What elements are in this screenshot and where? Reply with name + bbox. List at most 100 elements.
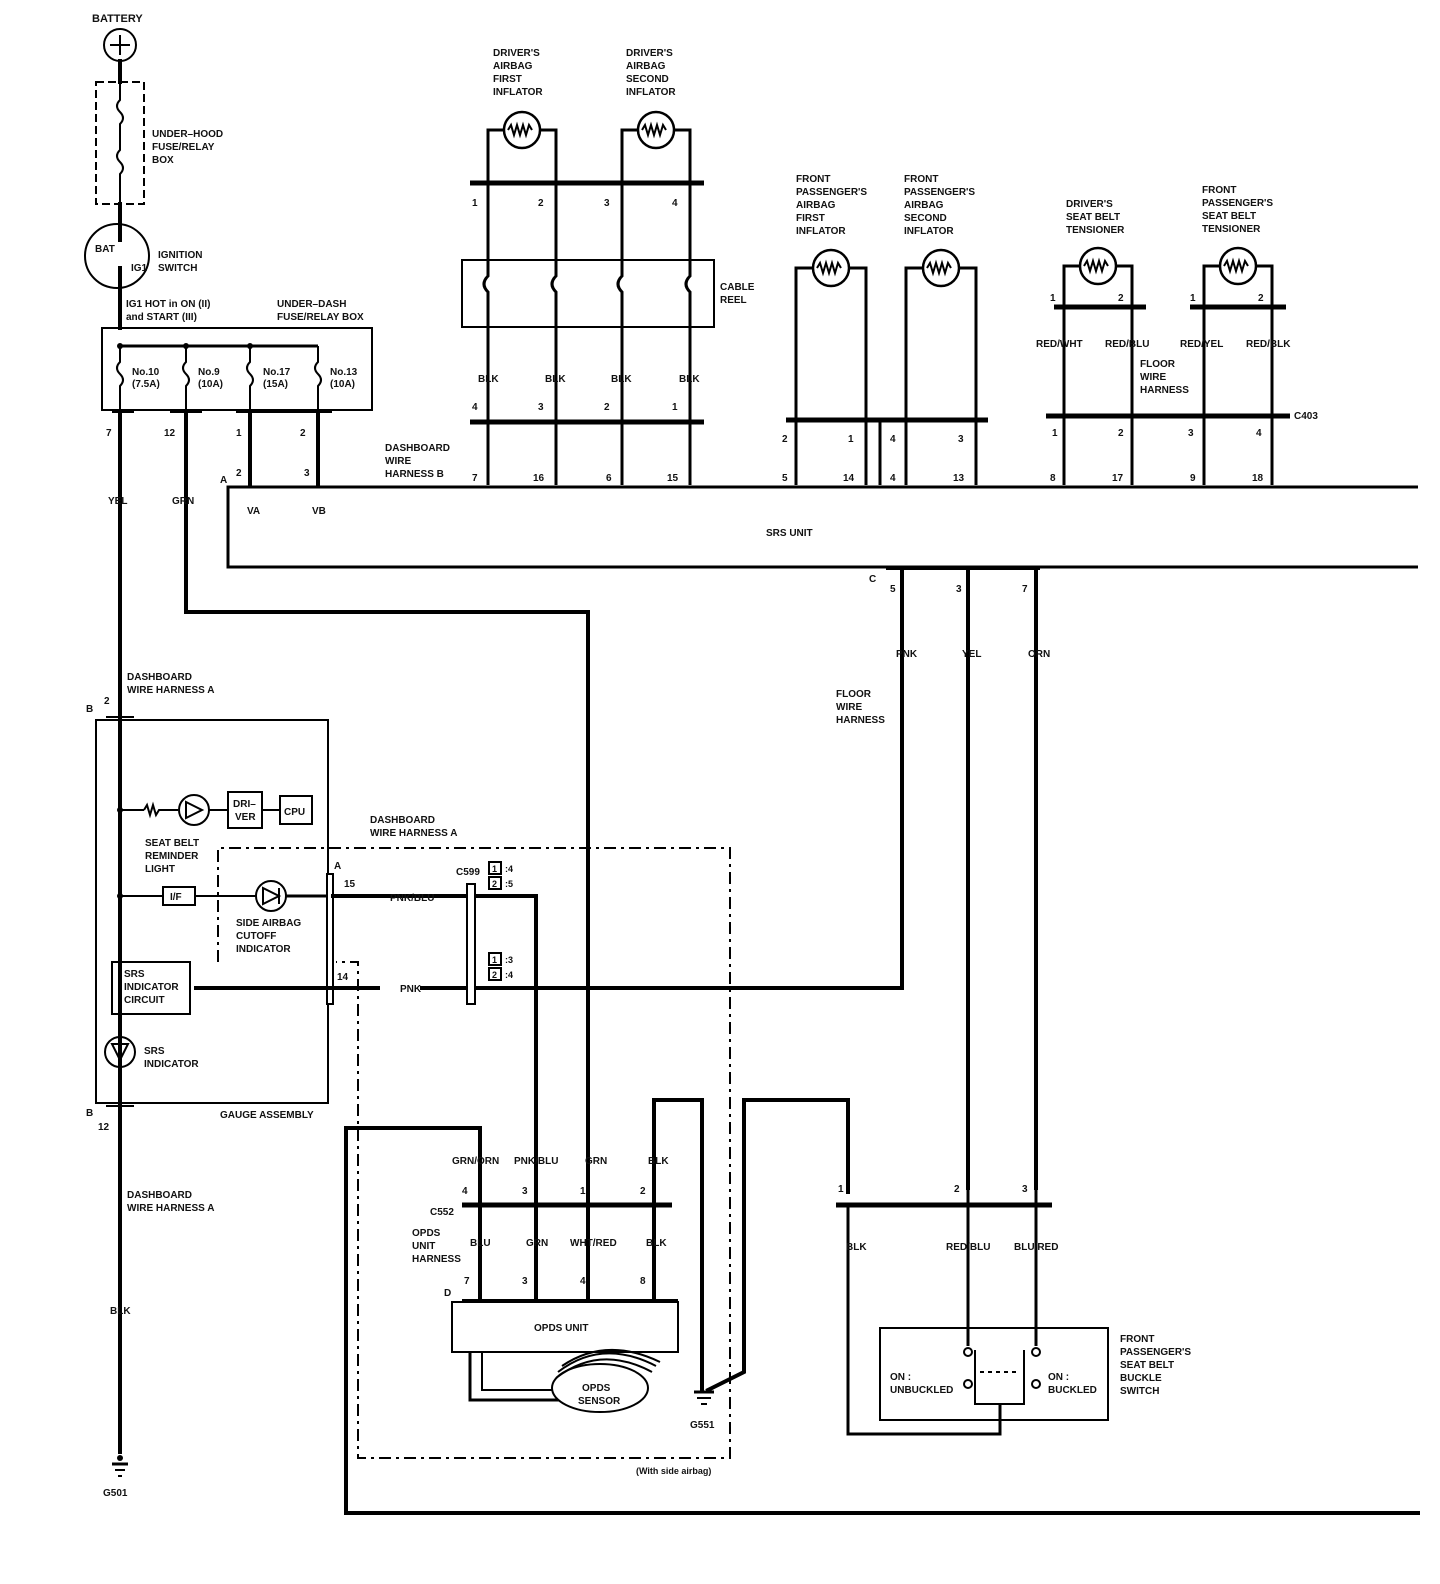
fpa-srs-pin-4: 4 — [890, 473, 896, 484]
fpa-first-3: AIRBAG — [796, 200, 836, 211]
dash-harness-b-3: HARNESS B — [385, 469, 444, 480]
drv-first-2: AIRBAG — [493, 61, 533, 72]
opds-d-pin-7: 7 — [464, 1276, 470, 1287]
dash-harness-a-mid-1: DASHBOARD — [370, 815, 435, 826]
tens-pass-1: FRONT — [1202, 185, 1236, 196]
tens-drv-1: DRIVER'S — [1066, 199, 1113, 210]
under-hood-label-1: UNDER–HOOD — [152, 129, 223, 140]
gauge-conn-b-top: B — [86, 704, 93, 715]
srs-va: VA — [247, 506, 260, 517]
fpa-conn-pin-4: 4 — [890, 434, 896, 445]
opds-d-pin-3: 3 — [522, 1276, 528, 1287]
buckle-pin-1: 1 — [838, 1184, 844, 1195]
under-dash-label-2: FUSE/RELAY BOX — [277, 312, 364, 323]
tens-drv-pin2: 2 — [1118, 293, 1124, 304]
g551-label: G551 — [690, 1420, 715, 1431]
srs-c-pin-3: 3 — [956, 584, 962, 595]
dash-harness-a-mid-2: WIRE HARNESS A — [370, 828, 457, 839]
gauge-assembly-label: GAUGE ASSEMBLY — [220, 1110, 314, 1121]
buckle-switch-contact-icon — [974, 1350, 1025, 1405]
srs-c-color-orn: ORN — [1028, 649, 1050, 660]
under-dash-label-1: UNDER–DASH — [277, 299, 346, 310]
c403-label: C403 — [1294, 411, 1318, 422]
fuse-no10-icon — [116, 346, 124, 412]
gauge-conn-a-label: A — [334, 861, 341, 872]
tens-pass-pin1: 1 — [1190, 293, 1196, 304]
c599-connector: C599 1 :4 2 :5 1 :3 2 :4 — [456, 861, 513, 1005]
gauge-assembly-box — [95, 719, 329, 1104]
drv-second-1: DRIVER'S — [626, 48, 673, 59]
fpa-srs-pin-13: 13 — [953, 473, 965, 484]
drv-first-1: DRIVER'S — [493, 48, 540, 59]
buckle-switch: 1 2 3 BLK RED/BLU BLU/RED ON : UNBUCKLED… — [836, 1184, 1191, 1436]
srs-c-wires: 5 3 7 PNK YEL ORN FLOOR WIRE HARNESS — [194, 567, 1050, 1190]
drv-lower-pin-1: 1 — [672, 402, 678, 413]
front-passenger-airbag: FRONT PASSENGER'S AIRBAG FIRST INFLATOR … — [782, 174, 988, 485]
wire-blk-label: BLK — [110, 1306, 131, 1317]
left-wires: YEL GRN 2 3 — [108, 410, 590, 1178]
opds-bottom-blu: BLU — [470, 1238, 491, 1249]
driver-label-1: DRI– — [233, 799, 256, 810]
seat-belt-label-1: SEAT BELT — [145, 838, 199, 849]
c552-label: C552 — [430, 1207, 454, 1218]
side-airbag-label-1: SIDE AIRBAG — [236, 918, 301, 929]
fuse-pin-12: 12 — [164, 428, 176, 439]
fuse-pin-7: 7 — [106, 428, 112, 439]
seat-belt-tensioners: DRIVER'S SEAT BELT TENSIONER FRONT PASSE… — [1036, 185, 1318, 485]
drv-lower-pin-2: 2 — [604, 402, 610, 413]
drv-first-3: FIRST — [493, 74, 522, 85]
fuse-no17-name: No.17 — [263, 367, 291, 378]
tens-pass-3: SEAT BELT — [1202, 211, 1256, 222]
dash-harness-a-top-1: DASHBOARD — [127, 672, 192, 683]
tens-srs-pin-8: 8 — [1050, 473, 1056, 484]
cpu-box — [279, 795, 313, 825]
fuse-no13-rating: (10A) — [330, 379, 355, 390]
fuse-no10-rating: (7.5A) — [132, 379, 160, 390]
fpa-second-3: AIRBAG — [904, 200, 944, 211]
unbuckled-label-1: ON : — [890, 1372, 911, 1383]
drv-lower-pin-4: 4 — [472, 402, 478, 413]
side-airbag-label-2: CUTOFF — [236, 931, 276, 942]
fpa-second-2: PASSENGER'S — [904, 187, 975, 198]
srs-indicator-label-1: SRS — [144, 1046, 165, 1057]
srs-indicator-icon — [104, 1036, 136, 1068]
opds-bottom-wht-red: WHT/RED — [570, 1238, 617, 1249]
srs-circuit-label-1: SRS — [124, 969, 145, 980]
opds-bottom-blk: BLK — [646, 1238, 667, 1249]
side-airbag-cutoff-indicator-icon — [255, 880, 287, 912]
opds-unit-box — [451, 1301, 679, 1353]
opds-sensor-label-1: OPDS — [582, 1383, 611, 1394]
gauge-conn-b-bottom: B — [86, 1108, 93, 1119]
fpa-first-1: FRONT — [796, 174, 830, 185]
dash-harness-b-2: WIRE — [385, 456, 411, 467]
srs-c-color-pnk: PNK — [896, 649, 918, 660]
c552-pin-3: 3 — [522, 1186, 528, 1197]
ignition-ig1: IG1 — [131, 263, 148, 274]
fuse-no17-rating: (15A) — [263, 379, 288, 390]
opds-top-grn-orn: GRN/ORN — [452, 1156, 499, 1167]
buckle-color-red-blu: RED/BLU — [946, 1242, 990, 1253]
wire-yel-label: YEL — [108, 496, 127, 507]
fpa-second-1: FRONT — [904, 174, 938, 185]
opds-conn-d: D — [444, 1288, 451, 1299]
fuse-no17-icon — [246, 346, 254, 412]
ignition-switch-icon — [84, 223, 150, 289]
fuse-no9-rating: (10A) — [198, 379, 223, 390]
opds-harness-2: UNIT — [412, 1241, 435, 1252]
fpa-conn-pin-1: 1 — [848, 434, 854, 445]
tens-color-red-yel: RED/YEL — [1180, 339, 1223, 350]
srs-circuit-label-2: INDICATOR — [124, 982, 179, 993]
gauge-conn-a — [326, 873, 334, 1005]
dash-harness-a-bottom-1: DASHBOARD — [127, 1190, 192, 1201]
gauge-pin-14: 14 — [337, 972, 349, 983]
tens-drv-2: SEAT BELT — [1066, 212, 1120, 223]
cable-reel — [461, 259, 715, 328]
buckle-pin-3: 3 — [1022, 1184, 1028, 1195]
cpu-label: CPU — [284, 807, 305, 818]
under-dash-fuse-box: UNDER–DASH FUSE/RELAY BOX No.10 (7.5A) N… — [101, 299, 373, 439]
srs-c-color-yel: YEL — [962, 649, 981, 660]
fpa-second-5: INFLATOR — [904, 226, 954, 237]
ignition-label-1: IGNITION — [158, 250, 202, 261]
buckle-label-4: BUCKLE — [1120, 1373, 1162, 1384]
